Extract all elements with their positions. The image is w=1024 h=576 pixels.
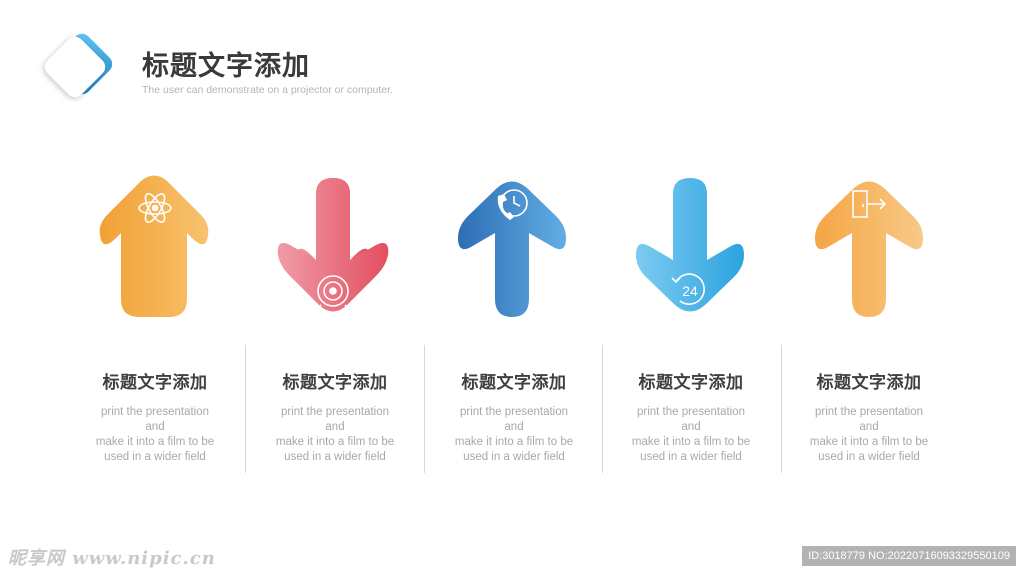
page-title: 标题文字添加	[142, 51, 310, 82]
item-column-4: 标题文字添加 print the presentation and make i…	[604, 368, 778, 465]
24-hour-icon: 24	[671, 273, 705, 305]
column-divider	[602, 345, 603, 473]
item-title: 标题文字添加	[282, 373, 388, 393]
item-column-2: 标题文字添加 print the presentation and make i…	[248, 368, 422, 465]
item-column-5: 标题文字添加 print the presentation and make i…	[782, 368, 956, 465]
arrow-up-5	[815, 181, 923, 317]
arrow-up-3	[458, 181, 566, 317]
item-description: print the presentation and make it into …	[95, 406, 215, 463]
arrow-up-1	[99, 175, 209, 317]
column-divider	[781, 345, 782, 473]
column-divider	[245, 345, 246, 473]
item-title: 标题文字添加	[461, 373, 567, 393]
item-column-1: 标题文字添加 print the presentation and make i…	[68, 368, 242, 465]
exit-door-icon	[852, 190, 887, 218]
svg-text:24: 24	[682, 283, 698, 299]
item-title: 标题文字添加	[816, 373, 922, 393]
target-icon	[316, 275, 350, 311]
watermark-id: ID:3018779 NO:20220716093329550109	[802, 546, 1016, 566]
arrow-down-4: 24	[636, 178, 744, 312]
item-description: print the presentation and make it into …	[454, 406, 574, 463]
item-column-3: 标题文字添加 print the presentation and make i…	[427, 368, 601, 465]
item-description: print the presentation and make it into …	[809, 406, 929, 463]
item-title: 标题文字添加	[102, 373, 208, 393]
column-divider	[424, 345, 425, 473]
arrow-down-2	[277, 178, 389, 312]
atom-icon	[138, 193, 172, 223]
item-description: print the presentation and make it into …	[275, 406, 395, 463]
item-description: print the presentation and make it into …	[631, 406, 751, 463]
item-title: 标题文字添加	[638, 373, 744, 393]
phone-clock-icon	[497, 189, 528, 220]
page-subtitle: The user can demonstrate on a projector …	[142, 84, 393, 96]
watermark-site: 昵享网 www.nipic.cn	[8, 548, 216, 569]
